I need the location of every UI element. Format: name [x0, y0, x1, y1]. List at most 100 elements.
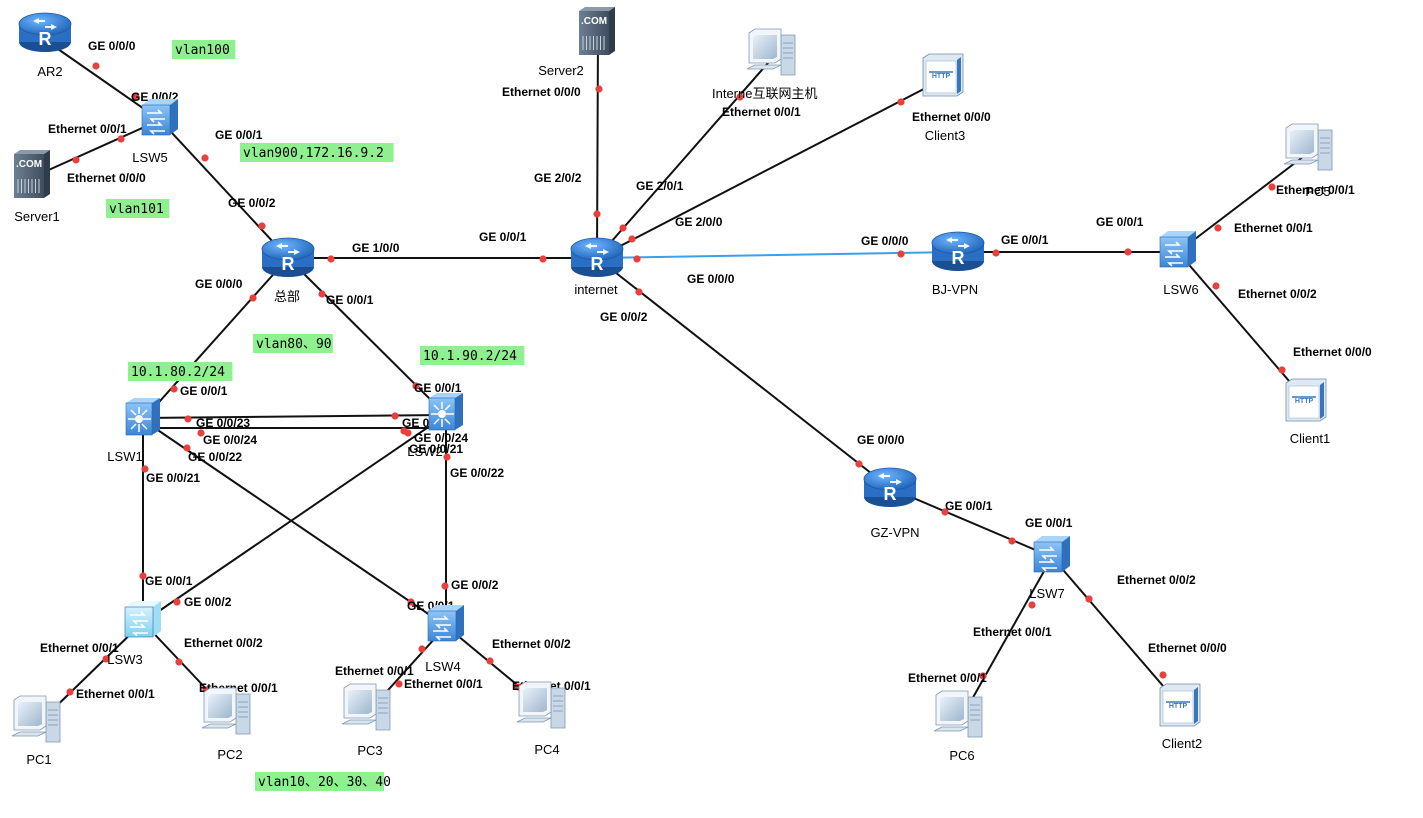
link-lsw1-lsw4: [142, 419, 447, 627]
device-lsw1[interactable]: LSW1: [107, 398, 160, 464]
port-dot: [66, 688, 74, 696]
port-dot: [441, 582, 449, 590]
port-label: GE 0/0/0: [195, 277, 243, 291]
port-dot: [1008, 537, 1016, 545]
link-internet-gzvpn: [596, 257, 891, 489]
port-label: Ethernet 0/0/2: [492, 637, 571, 651]
port-label: GE 0/0/1: [145, 574, 193, 588]
port-label: Ethernet 0/0/2: [1238, 287, 1317, 301]
device-lsw7[interactable]: LSW7: [1029, 536, 1070, 601]
port-label: Ethernet 0/0/1: [973, 625, 1052, 639]
device-label: LSW1: [107, 449, 142, 464]
link-client3-internet: [596, 77, 946, 259]
port-dot: [619, 224, 627, 232]
port-dot: [1028, 601, 1036, 609]
device-lsw5[interactable]: LSW5: [132, 99, 178, 165]
port-label: GE 0/0/1: [945, 499, 993, 513]
port-label: GE 0/0/1: [1025, 516, 1073, 530]
device-lsw6[interactable]: LSW6: [1159, 231, 1199, 297]
device-lsw4[interactable]: LSW4: [425, 605, 464, 674]
port-label: GE 2/0/2: [534, 171, 582, 185]
svg-text:10.1.80.2/24: 10.1.80.2/24: [131, 365, 225, 380]
port-label: Ethernet 0/0/1: [722, 105, 801, 119]
port-dot: [635, 288, 643, 296]
device-label: PC6: [949, 748, 974, 763]
port-dot: [197, 429, 205, 437]
device-pc6[interactable]: PC6: [933, 690, 983, 763]
note-ip-80: 10.1.80.2/24: [128, 362, 233, 381]
port-label: GE 0/0/21: [409, 442, 463, 456]
device-client1[interactable]: HTTP Client1: [1285, 378, 1330, 446]
device-label: LSW5: [132, 150, 167, 165]
port-label: Ethernet 0/0/0: [912, 110, 991, 124]
device-gzvpn[interactable]: RGZ-VPN: [863, 467, 920, 540]
notes-layer: vlan100vlan900,172.16.9.2vlan101vlan80、9…: [106, 40, 525, 791]
device-pc2[interactable]: PC2: [201, 687, 251, 762]
port-dots-layer: [66, 62, 1286, 696]
port-label: Ethernet 0/0/0: [67, 171, 146, 185]
device-bjvpn[interactable]: RBJ-VPN: [931, 231, 985, 297]
port-dot: [404, 429, 412, 437]
port-label: Ethernet 0/0/1: [48, 122, 127, 136]
port-dot: [139, 572, 147, 580]
port-dot: [992, 249, 1000, 257]
router-icon: R: [863, 467, 917, 507]
port-dot: [1268, 183, 1276, 191]
pc-icon: [516, 681, 566, 729]
device-label: LSW3: [107, 652, 142, 667]
port-label: GE 0/0/1: [1001, 233, 1049, 247]
router-icon: R: [18, 12, 72, 52]
device-inethost[interactable]: Interne互联网主机: [712, 28, 817, 101]
switch-icon: [1159, 231, 1196, 268]
http-client-icon: HTTP: [1159, 683, 1201, 727]
port-dot: [258, 222, 266, 230]
device-pc1[interactable]: PC1: [11, 695, 61, 767]
switch-icon: [427, 605, 464, 642]
device-label: Client1: [1290, 431, 1330, 446]
svg-text:vlan900,172.16.9.2: vlan900,172.16.9.2: [243, 146, 384, 161]
http-client-icon: HTTP: [1285, 378, 1327, 422]
port-label: GE 0/0/2: [600, 310, 648, 324]
port-label: Ethernet 0/0/0: [502, 85, 581, 99]
svg-text:vlan100: vlan100: [175, 43, 230, 58]
pc-icon: [746, 28, 796, 76]
device-lsw3[interactable]: LSW3: [107, 601, 161, 667]
device-pc4[interactable]: PC4: [516, 681, 566, 757]
port-dot: [175, 658, 183, 666]
device-hq[interactable]: R总部: [261, 237, 315, 304]
port-dot: [407, 598, 415, 606]
port-label: GE 0/0/0: [857, 433, 905, 447]
device-label: Client2: [1162, 736, 1202, 751]
port-label: GE 0/0/1: [414, 381, 462, 395]
device-label: LSW6: [1163, 282, 1198, 297]
port-dot: [132, 93, 140, 101]
port-dot: [1085, 595, 1093, 603]
l3-switch-icon: [125, 398, 160, 436]
link-lsw5-server1: [32, 119, 161, 178]
pc-icon: [341, 683, 391, 731]
device-pc5[interactable]: PC5: [1283, 123, 1333, 199]
device-label: LSW4: [425, 659, 460, 674]
device-client2[interactable]: HTTP Client2: [1159, 683, 1202, 751]
port-dot: [1124, 248, 1132, 256]
port-dot: [249, 294, 257, 302]
router-icon: R: [931, 231, 985, 271]
device-label: LSW7: [1029, 586, 1064, 601]
port-dot: [412, 382, 420, 390]
server-icon: .COM: [14, 150, 50, 198]
port-label: GE 0/0/1: [180, 384, 228, 398]
device-pc3[interactable]: PC3: [341, 683, 391, 758]
device-lsw2[interactable]: LSW2: [407, 393, 463, 459]
svg-text:HTTP: HTTP: [1169, 703, 1188, 710]
http-client-icon: HTTP: [922, 53, 964, 97]
port-dot: [184, 415, 192, 423]
port-label: GE 0/0/24: [203, 433, 257, 447]
note-vlan101: vlan101: [106, 199, 170, 218]
port-dot: [628, 235, 636, 243]
